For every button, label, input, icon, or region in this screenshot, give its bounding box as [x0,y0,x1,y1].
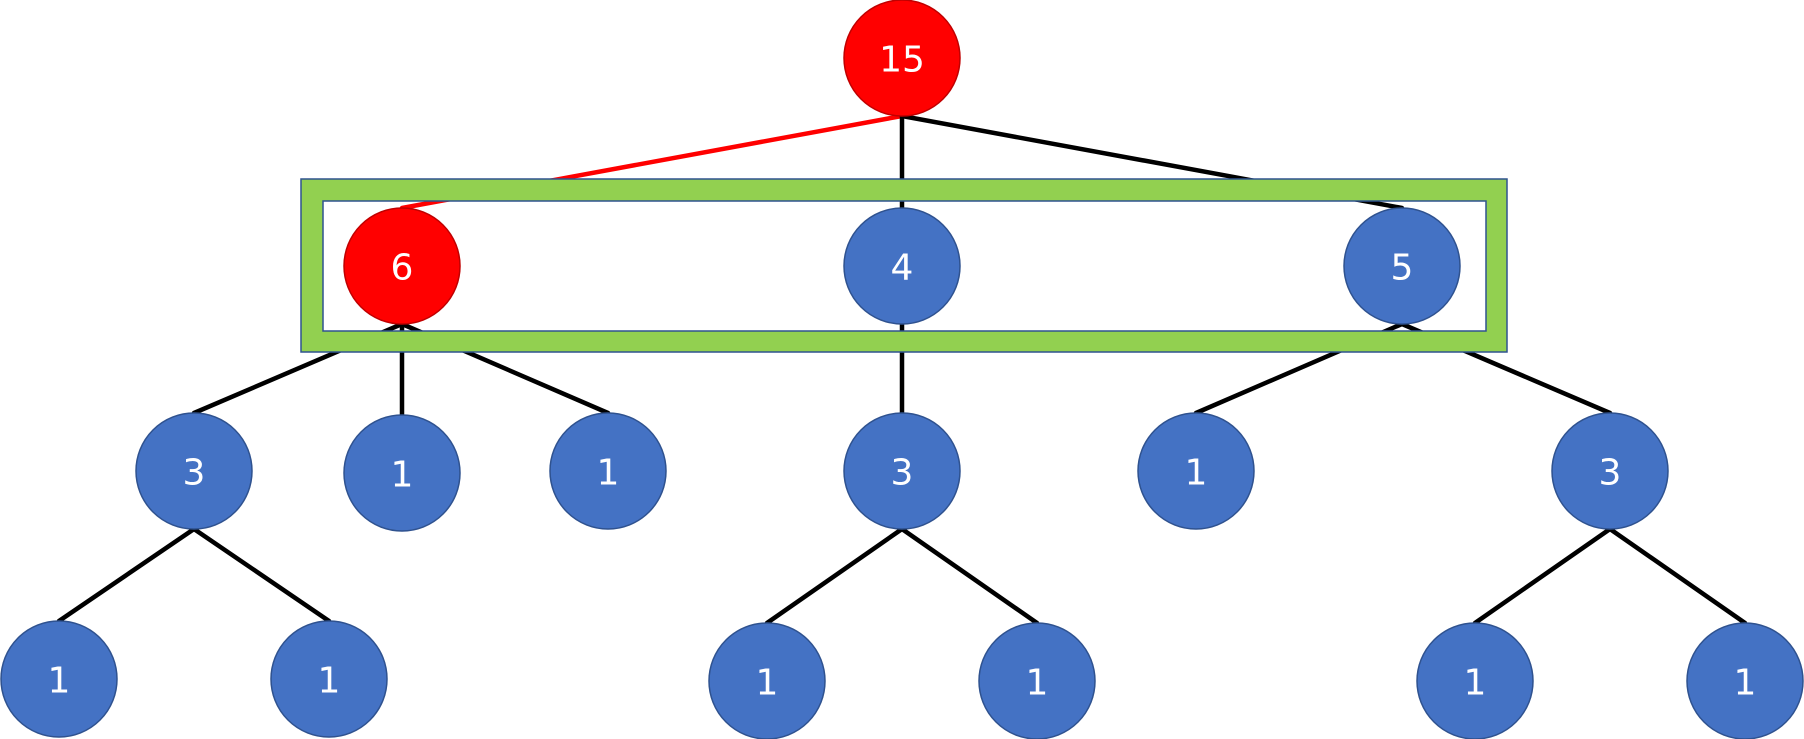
node-label: 4 [891,248,914,289]
tree-node-n6a1: 1 [0,620,118,738]
edge-n5b-n5b2 [1607,526,1748,626]
tree-node-n4: 4 [843,207,961,325]
node-label: 1 [1464,663,1487,704]
edge-n5b-n5b1 [1472,526,1613,626]
tree-node-n5b: 3 [1551,412,1669,530]
node-label: 5 [1391,248,1414,289]
node-circle [843,0,961,117]
tree-node-n5a: 1 [1137,412,1255,530]
node-label: 6 [391,248,414,289]
edge-n4a-n4a2 [899,526,1040,626]
node-circle [1416,622,1534,739]
tree-node-n6b: 1 [343,414,461,532]
node-circle [270,620,388,738]
node-circle [135,412,253,530]
edge-n6a-n6a2 [191,526,332,624]
node-label: 1 [318,661,341,702]
node-circle [0,620,118,738]
node-circle [1686,622,1804,739]
tree-node-n4a: 3 [843,412,961,530]
tree-node-n5b2: 1 [1686,622,1804,739]
node-circle [343,414,461,532]
node-circle [843,207,961,325]
node-label: 3 [183,453,206,494]
node-label: 1 [1185,453,1208,494]
tree-node-n6a2: 1 [270,620,388,738]
node-circle [1343,207,1461,325]
edge-n4a-n4a1 [764,526,905,626]
node-circle [843,412,961,530]
node-circle [549,412,667,530]
node-label: 15 [879,40,925,81]
node-circle [343,207,461,325]
edge-n6a-n6a1 [56,526,197,624]
node-label: 1 [1026,663,1049,704]
tree-node-n5b1: 1 [1416,622,1534,739]
selection-box [300,178,1508,353]
node-circle [708,622,826,739]
node-label: 3 [891,453,914,494]
node-circle [978,622,1096,739]
tree-node-n15: 15 [843,0,961,117]
node-label: 1 [597,453,620,494]
node-label: 1 [48,661,71,702]
tree-node-n6a: 3 [135,412,253,530]
tree-node-n6: 6 [343,207,461,325]
node-label: 1 [1734,663,1757,704]
node-label: 1 [391,455,414,496]
tree-node-n4a2: 1 [978,622,1096,739]
tree-node-n6c: 1 [549,412,667,530]
tree-node-n4a1: 1 [708,622,826,739]
node-circle [1137,412,1255,530]
tree-node-n5: 5 [1343,207,1461,325]
node-circle [1551,412,1669,530]
node-label: 3 [1599,453,1622,494]
selection-box-layer [300,178,1508,353]
node-label: 1 [756,663,779,704]
